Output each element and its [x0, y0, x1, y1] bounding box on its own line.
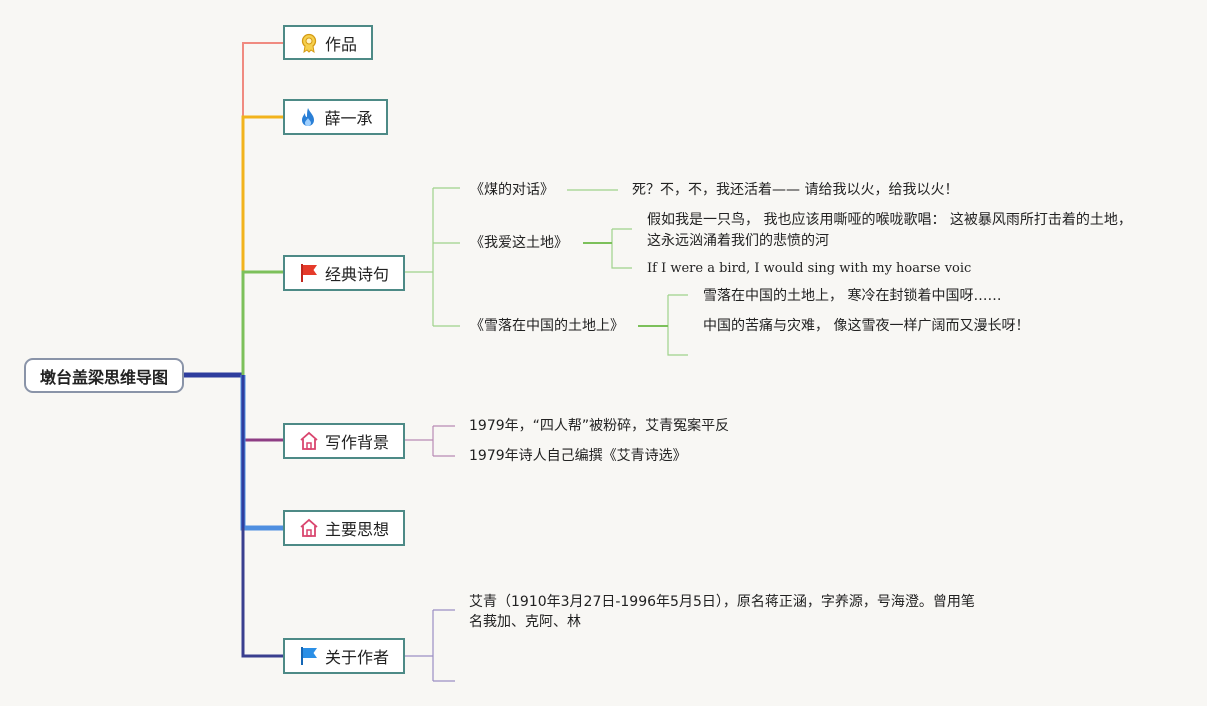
branch-label: 主要思想: [324, 520, 389, 539]
ribbon-award-icon: [299, 33, 319, 53]
poem-line[interactable]: 假如我是一只鸟， 我也应该用嘶哑的喉咙歌唱： 这被暴风雨所打击着的土地，: [647, 212, 1132, 228]
poem-title[interactable]: 《煤的对话》: [470, 182, 554, 198]
blue-flag-icon: [299, 646, 319, 666]
poem-title[interactable]: 《雪落在中国的土地上》: [470, 318, 624, 334]
branch-label: 写作背景: [324, 433, 389, 452]
branch-xue[interactable]: 薛一承: [283, 99, 388, 135]
branch-label: 关于作者: [324, 648, 389, 667]
poem-line[interactable]: 这永远汹涌着我们的悲愤的河: [647, 233, 829, 249]
branch-classic-lines[interactable]: 经典诗句: [283, 255, 405, 291]
author-line[interactable]: 名莪加、克阿、林: [469, 614, 581, 630]
author-line[interactable]: 艾青（1910年3月27日-1996年5月5日），原名蒋正涵，字养源，号海澄。曾…: [469, 594, 975, 610]
branch-works[interactable]: 作品: [283, 25, 373, 60]
background-item[interactable]: 1979年诗人自己编撰《艾青诗选》: [469, 448, 687, 464]
branch-label: 经典诗句: [324, 265, 389, 284]
flame-icon: [298, 107, 318, 127]
poem-line[interactable]: 死？不，不，我还活着—— 请给我以火，给我以火！: [632, 182, 959, 198]
branch-about-author[interactable]: 关于作者: [283, 638, 405, 674]
poem-title[interactable]: 《我爱这土地》: [470, 235, 568, 251]
branch-main-idea[interactable]: 主要思想: [283, 510, 405, 546]
branch-label: 薛一承: [324, 109, 373, 128]
branch-label: 作品: [324, 34, 357, 54]
poem-line[interactable]: 雪落在中国的土地上， 寒冷在封锁着中国呀……: [703, 288, 1002, 304]
branch-background[interactable]: 写作背景: [283, 423, 405, 459]
poem-line[interactable]: 中国的苦痛与灾难， 像这雪夜一样广阔而又漫长呀！: [703, 318, 1030, 334]
root-node[interactable]: 墩台盖梁思维导图: [24, 358, 184, 393]
red-flag-icon: [299, 263, 319, 283]
root-label: 墩台盖梁思维导图: [39, 367, 168, 387]
background-item[interactable]: 1979年，“四人帮”被粉碎，艾青冤案平反: [469, 418, 730, 434]
poem-line[interactable]: If I were a bird, I would sing with my h…: [647, 261, 972, 276]
house-icon: [299, 431, 319, 451]
house-icon: [299, 518, 319, 538]
